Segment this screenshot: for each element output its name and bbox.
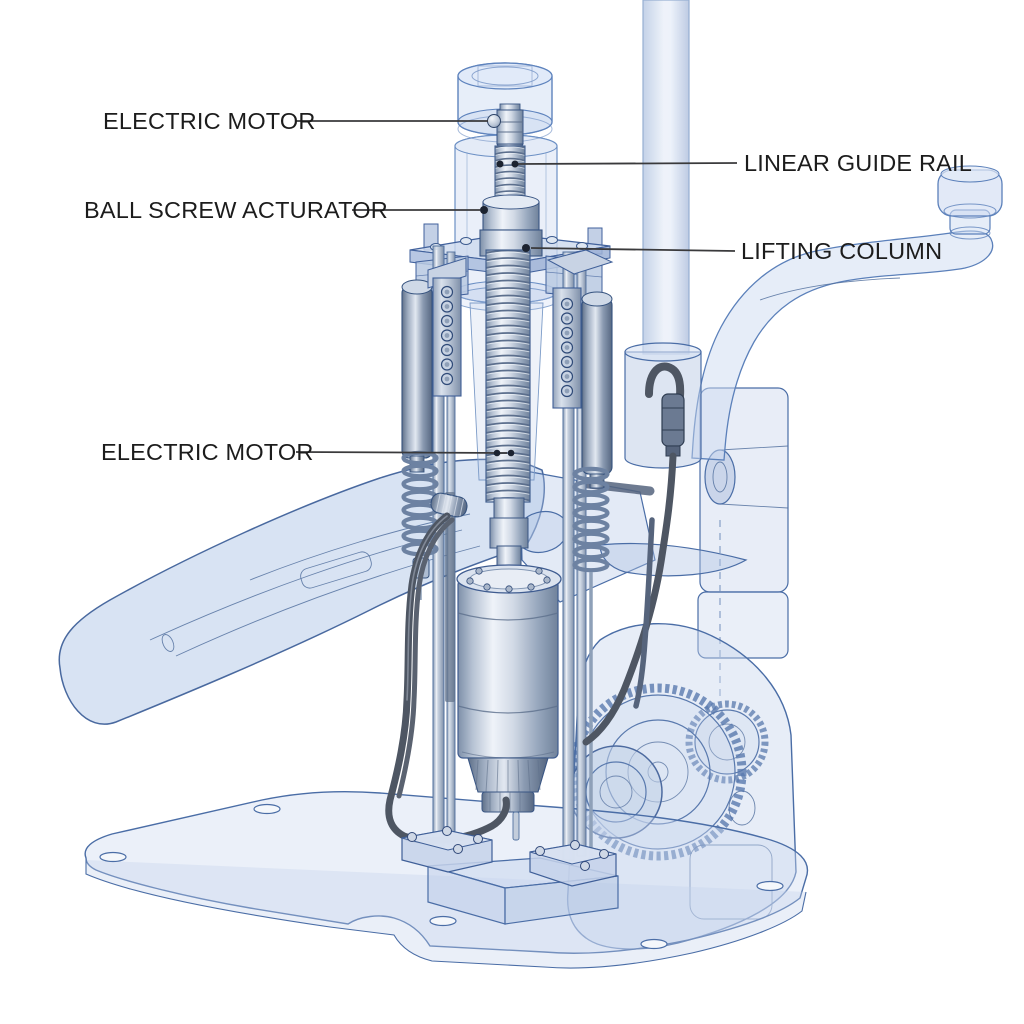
dot-ball-screw-actuator <box>480 206 488 214</box>
gear-train <box>569 683 769 861</box>
left-mount-foot <box>401 826 493 873</box>
right-rail-bolts <box>560 297 574 398</box>
leader-lifting-column <box>530 247 736 252</box>
ball-screw-upper <box>494 145 526 205</box>
right-spring <box>572 466 610 860</box>
right-cable <box>582 362 685 746</box>
armrest-arm <box>691 230 994 461</box>
lift-mechanism <box>385 62 685 887</box>
coupling-ball <box>487 114 501 128</box>
callouts: ELECTRIC MOTOR LINEAR GUIDE RAIL BALL SC… <box>84 108 972 465</box>
left-cable <box>385 512 510 845</box>
electric-motor-body <box>456 564 562 841</box>
label-electric-motor-top: ELECTRIC MOTOR <box>103 108 316 134</box>
base-plate <box>84 790 809 969</box>
right-rail-block <box>546 249 614 409</box>
motor-coupling <box>487 103 524 153</box>
dot-linear-guide-rail-b <box>511 160 519 168</box>
ribbed-coupler <box>430 492 468 518</box>
chair-seat-ghost <box>58 458 545 725</box>
right-mount-foot <box>529 840 617 887</box>
dot-electric-motor-lower-a <box>493 449 501 457</box>
label-electric-motor-lower: ELECTRIC MOTOR <box>101 439 314 465</box>
leader-electric-motor-lower <box>295 451 508 454</box>
left-rail-block <box>427 257 467 397</box>
label-ball-screw-actuator: BALL SCREW ACTURATOR <box>84 197 388 223</box>
support-pole <box>642 0 690 355</box>
dot-linear-guide-rail-a <box>496 160 504 168</box>
label-lifting-column: LIFTING COLUMN <box>741 238 942 264</box>
hand-knob <box>937 165 1003 240</box>
dot-lifting-column <box>522 244 530 252</box>
label-linear-guide-rail: LINEAR GUIDE RAIL <box>744 150 972 176</box>
motor-shaft-pin <box>512 811 520 841</box>
right-actuator-cylinder <box>581 291 613 489</box>
left-actuator-cylinder <box>401 279 433 473</box>
motor-flange-bolts <box>466 567 551 593</box>
dot-electric-motor-lower-b <box>507 449 515 457</box>
chair-ghost-structure <box>58 0 1003 969</box>
ball-screw-shaft <box>485 249 531 571</box>
left-rail-bolts <box>440 285 454 386</box>
ball-screw-collar <box>479 194 543 257</box>
leader-linear-guide-rail <box>516 162 738 165</box>
